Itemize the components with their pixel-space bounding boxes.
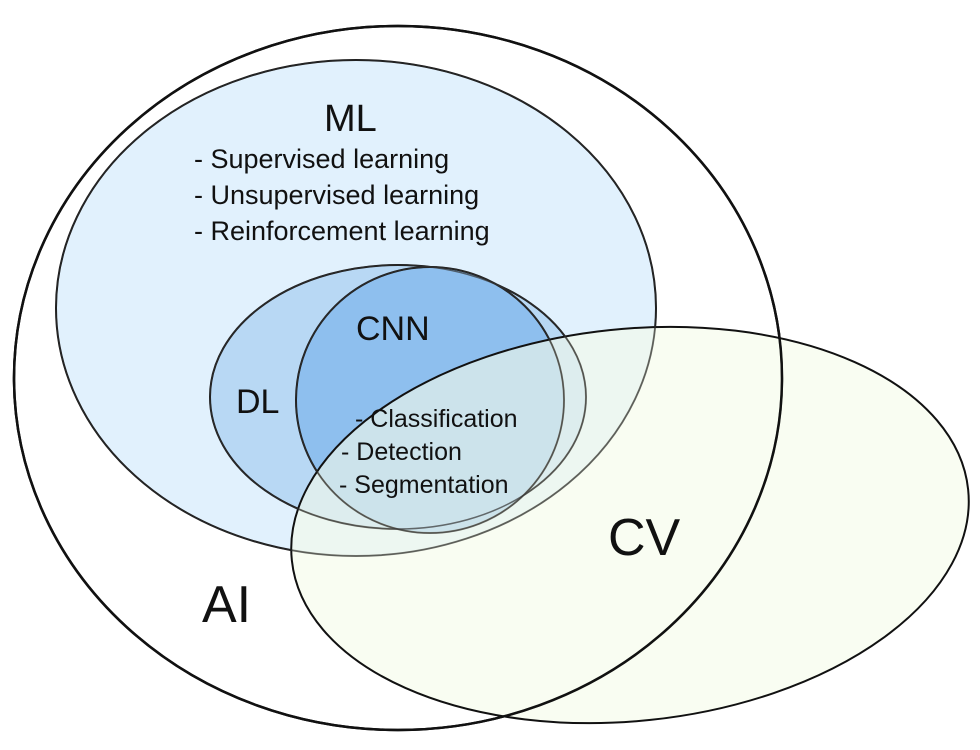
ml-item: - Supervised learning	[194, 144, 449, 174]
cnn-item: - Detection	[341, 438, 462, 466]
dl-label: DL	[236, 383, 279, 421]
dl-outline	[209, 264, 587, 530]
cv-set	[290, 325, 970, 725]
ml-outline	[55, 59, 657, 557]
cnn-item: - Segmentation	[339, 471, 509, 499]
ml-item: - Unsupervised learning	[194, 180, 479, 210]
ml-item: - Reinforcement learning	[194, 216, 490, 246]
ai-outline	[12, 24, 784, 732]
cnn-item: - Classification	[355, 405, 518, 433]
ai-label: AI	[202, 576, 251, 634]
cv-label: CV	[608, 509, 681, 567]
ml-label: ML	[324, 98, 377, 140]
cnn-label: CNN	[356, 310, 430, 348]
